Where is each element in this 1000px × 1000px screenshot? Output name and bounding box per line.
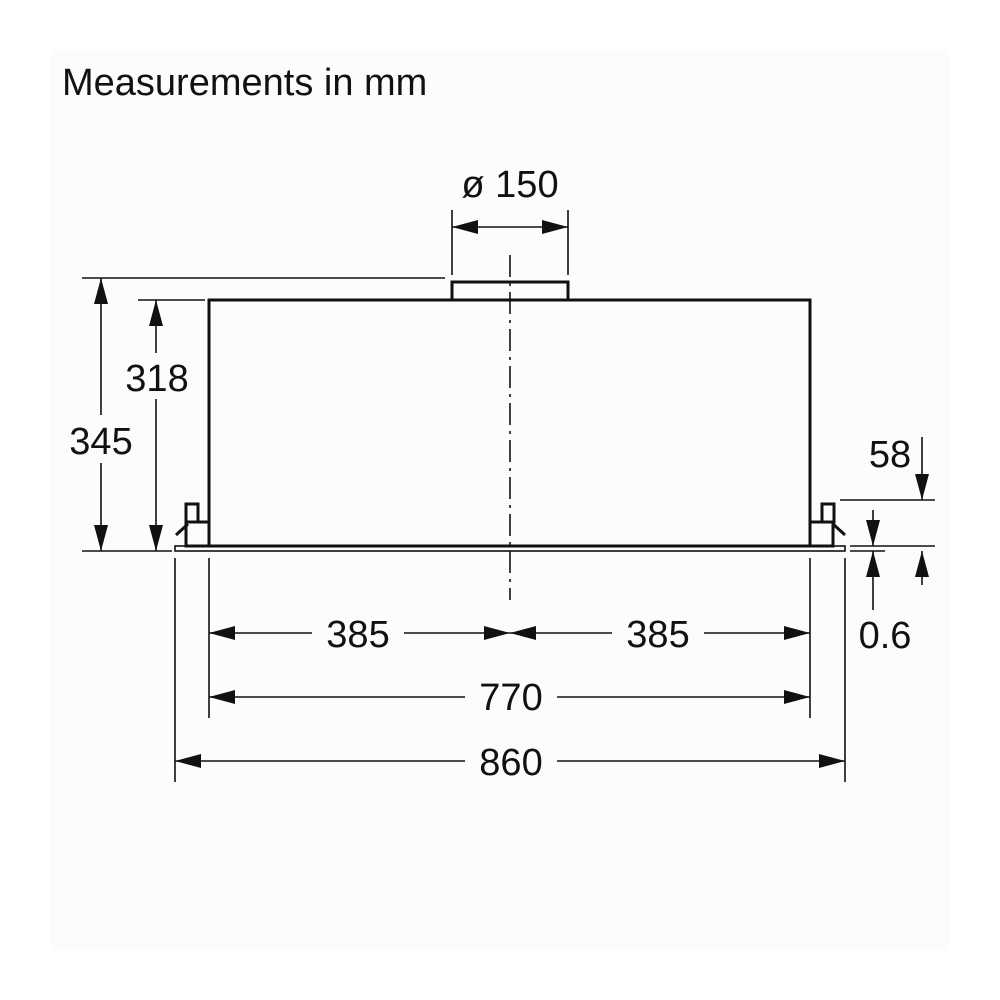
flange-thickness-dimension: 0.6 <box>859 510 912 657</box>
svg-text:ø 150: ø 150 <box>461 164 558 206</box>
width-dimensions: 385 385 770 860 <box>174 558 846 784</box>
bracket-offset-dimension: 58 <box>840 434 935 585</box>
title: Measurements in mm <box>62 62 427 104</box>
total-height-dimension: 345 <box>64 277 445 552</box>
svg-text:860: 860 <box>479 742 542 784</box>
svg-text:0.6: 0.6 <box>859 615 912 657</box>
right-bracket <box>808 502 847 548</box>
background-panel <box>50 50 950 950</box>
svg-text:770: 770 <box>479 677 542 719</box>
svg-text:385: 385 <box>326 614 389 656</box>
duct-diameter-dimension: ø 150 <box>451 164 569 275</box>
svg-text:385: 385 <box>626 614 689 656</box>
svg-text:345: 345 <box>69 421 132 463</box>
body-height-dimension: 318 <box>120 299 205 551</box>
svg-text:318: 318 <box>125 358 188 400</box>
svg-text:58: 58 <box>869 434 911 476</box>
left-bracket <box>174 502 211 548</box>
